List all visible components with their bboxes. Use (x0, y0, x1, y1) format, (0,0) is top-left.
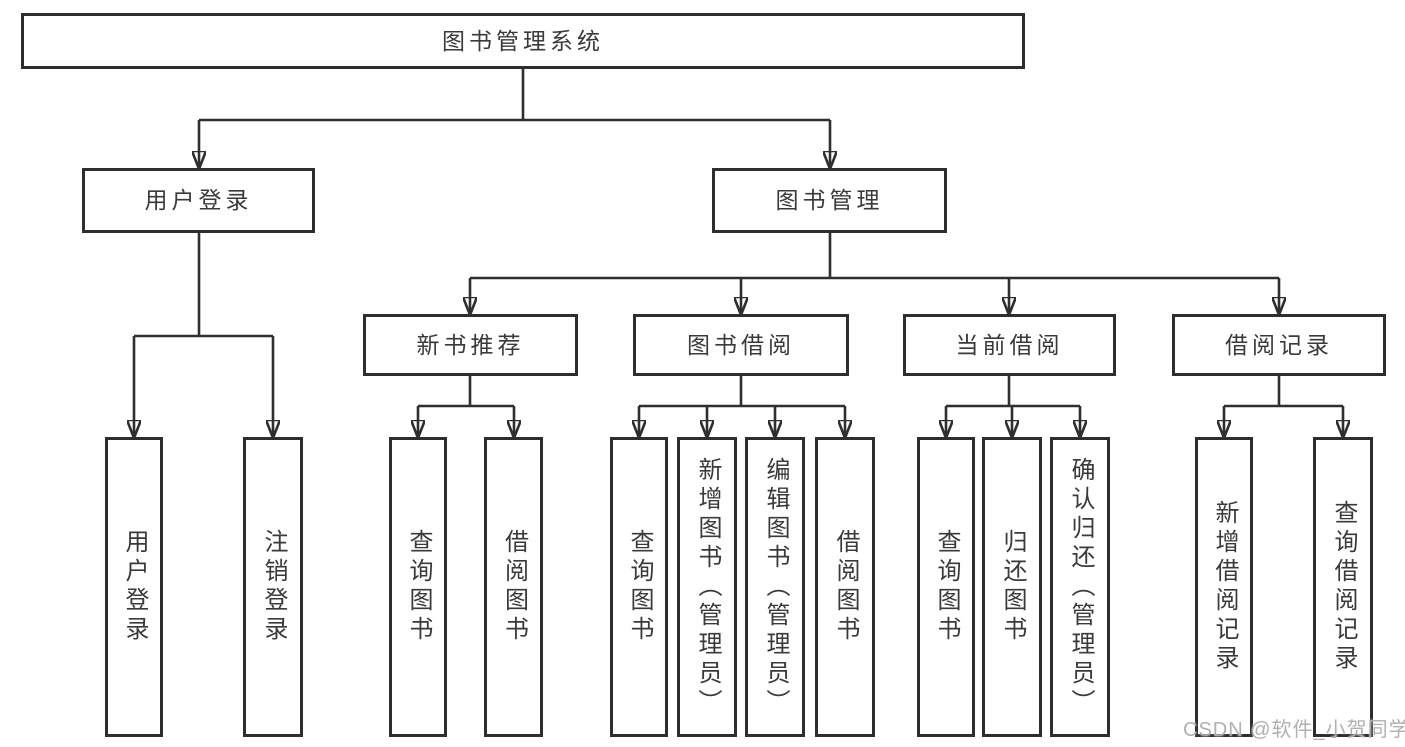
node-query-books-recommend: 查询图书 (389, 437, 447, 737)
node-user-login: 用户登录 (82, 168, 315, 233)
node-borrowing-records: 借阅记录 (1172, 314, 1386, 376)
node-return-books: 归还图书 (982, 437, 1042, 737)
watermark: CSDN @软件_小贺同学 (1183, 719, 1405, 741)
node-book-borrowing: 图书借阅 (633, 314, 849, 376)
node-query-books-current: 查询图书 (917, 437, 975, 737)
node-borrow-books-recommend: 借阅图书 (484, 437, 543, 737)
node-new-book-recommend: 新书推荐 (363, 314, 578, 376)
node-add-books-admin: 新增图书（管理员） (677, 437, 737, 737)
node-query-books-borrowing: 查询图书 (610, 437, 668, 737)
node-query-borrow-record: 查询借阅记录 (1313, 437, 1373, 737)
node-logout: 注销登录 (243, 437, 303, 737)
node-user-login-leaf: 用户登录 (105, 437, 163, 737)
node-borrow-books-leaf: 借阅图书 (815, 437, 875, 737)
node-book-management: 图书管理 (712, 168, 947, 233)
node-library-system: 图书管理系统 (21, 13, 1025, 69)
node-confirm-return-admin: 确认归还（管理员） (1050, 437, 1110, 737)
node-current-borrowing: 当前借阅 (903, 314, 1116, 376)
node-add-borrow-record: 新增借阅记录 (1195, 437, 1253, 737)
node-edit-books-admin: 编辑图书（管理员） (745, 437, 805, 737)
